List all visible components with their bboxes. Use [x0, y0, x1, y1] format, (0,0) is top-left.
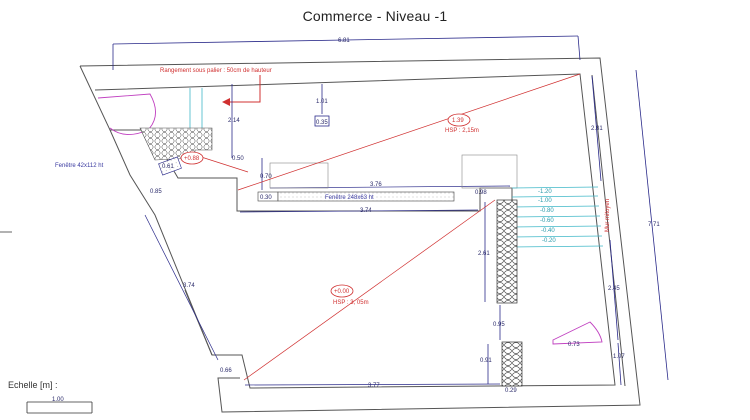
svg-text:0.91: 0.91 — [480, 358, 492, 364]
svg-text:0.85: 0.85 — [150, 189, 162, 195]
stair-levels: -1.20 -1.00 -0.80 -0.60 -0.40 -0.20 — [538, 189, 556, 244]
party-wall-label: Mur mitoyen — [605, 199, 611, 232]
svg-text:0.98: 0.98 — [475, 190, 487, 196]
svg-text:0.35: 0.35 — [316, 120, 328, 126]
svg-text:7.71: 7.71 — [648, 222, 660, 228]
window-main — [277, 191, 455, 202]
window-left — [158, 156, 182, 176]
stone-column-lower — [501, 341, 523, 387]
svg-text:3.74: 3.74 — [183, 283, 195, 289]
svg-text:0.50: 0.50 — [232, 156, 244, 162]
svg-text:0.95: 0.95 — [493, 322, 505, 328]
svg-text:-0.20: -0.20 — [542, 238, 556, 244]
svg-text:2.14: 2.14 — [228, 118, 240, 124]
door-swing-icon-2 — [552, 321, 603, 345]
svg-text:-0.40: -0.40 — [541, 228, 555, 234]
scale-bar: 1.00 — [26, 397, 93, 414]
svg-text:1.00: 1.00 — [52, 397, 64, 403]
level-line-main — [243, 199, 496, 381]
svg-text:-1.20: -1.20 — [538, 189, 552, 195]
svg-text:0.66: 0.66 — [220, 368, 232, 374]
stone-column-upper — [496, 199, 518, 304]
storage-arrow — [225, 75, 261, 103]
svg-text:3.77: 3.77 — [368, 383, 380, 389]
svg-text:-1.00: -1.00 — [538, 198, 552, 204]
svg-text:3.76: 3.76 — [370, 182, 382, 188]
svg-text:HSP : 2,15m: HSP : 2,15m — [445, 128, 479, 134]
svg-text:2.61: 2.61 — [478, 251, 490, 257]
column — [314, 115, 330, 127]
storage-note: Rangement sous palier : 50cm de hauteur — [160, 68, 272, 74]
svg-text:6.81: 6.81 — [338, 38, 350, 44]
storage-lines — [189, 88, 203, 128]
svg-text:0.61: 0.61 — [162, 164, 174, 170]
svg-text:2.81: 2.81 — [591, 126, 603, 132]
svg-text:1.01: 1.01 — [316, 99, 328, 105]
page-title: Commerce - Niveau -1 — [302, 8, 448, 24]
svg-text:2.45: 2.45 — [608, 286, 620, 292]
svg-text:-0.60: -0.60 — [540, 218, 554, 224]
svg-text:0.70: 0.70 — [260, 174, 272, 180]
svg-text:0.29: 0.29 — [505, 388, 517, 394]
svg-text:1.07: 1.07 — [613, 354, 625, 360]
svg-text:+0.00: +0.00 — [334, 289, 350, 295]
level-line-upper — [237, 73, 581, 191]
svg-text:Fenêtre 42x112 ht: Fenêtre 42x112 ht — [55, 163, 104, 169]
svg-text:Fenêtre 248x63 ht: Fenêtre 248x63 ht — [325, 195, 374, 201]
svg-text:HSP : 3, 05m: HSP : 3, 05m — [333, 300, 369, 306]
svg-text:-0.80: -0.80 — [540, 208, 554, 214]
stairs — [511, 186, 604, 248]
svg-text:3.74: 3.74 — [360, 208, 372, 214]
svg-text:0.30: 0.30 — [260, 195, 272, 201]
walls — [79, 57, 641, 413]
svg-text:1.39: 1.39 — [452, 118, 464, 124]
dim-top-width: 6.81 — [112, 35, 581, 70]
svg-text:0.73: 0.73 — [568, 342, 580, 348]
svg-text:+0.88: +0.88 — [184, 156, 200, 162]
scale-label: Echelle [m] : — [8, 380, 58, 390]
